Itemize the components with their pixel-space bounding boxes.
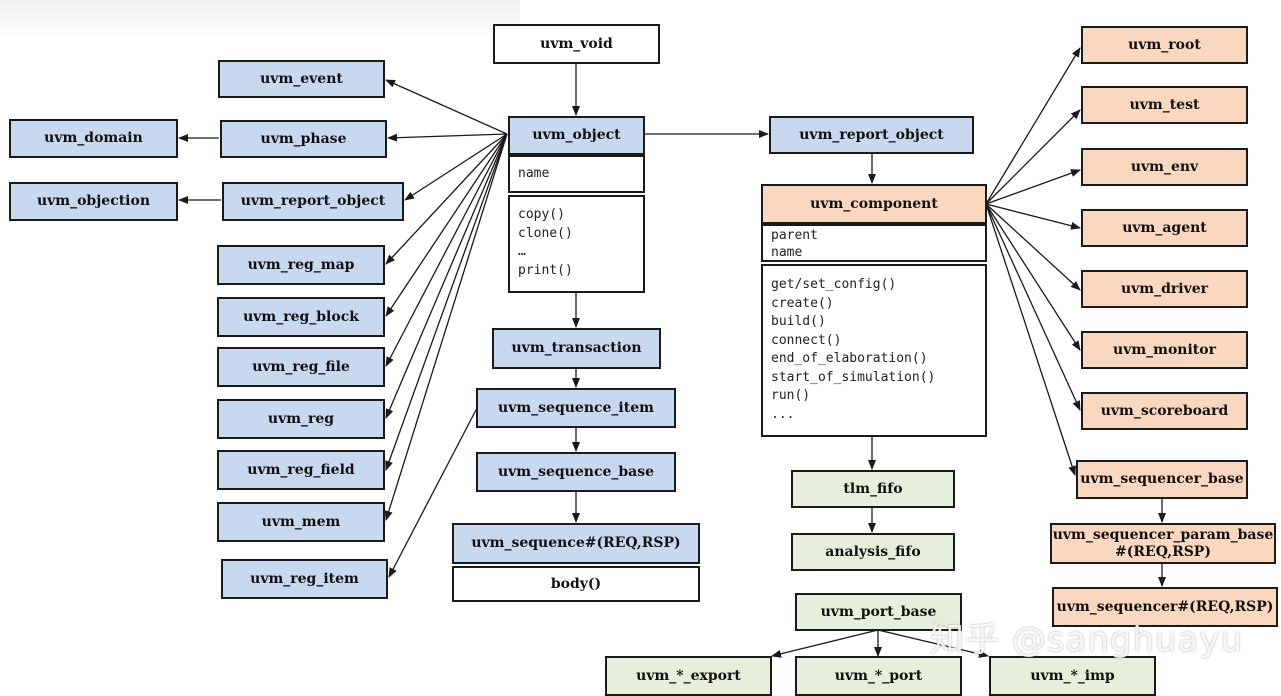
uvm-event-box[interactable]: uvm_event bbox=[218, 60, 385, 98]
edge-component-driver bbox=[985, 203, 1081, 291]
uvm-component-method-run: run() bbox=[771, 388, 811, 403]
edge-object-phase bbox=[387, 133, 508, 142]
edge-portbase-imp bbox=[877, 629, 989, 658]
uvm-reg-field-box[interactable]: uvm_reg_field bbox=[217, 450, 385, 490]
uvm-root-box[interactable]: uvm_root bbox=[1081, 26, 1248, 64]
uvm-component-methods: get/set_config() create() build() connec… bbox=[761, 264, 987, 437]
uvm-object-fields: name bbox=[508, 155, 645, 193]
uvm-component-field-name: name bbox=[771, 245, 803, 260]
uvm-reg-file-box[interactable]: uvm_reg_file bbox=[217, 347, 385, 387]
uvm-component-field-parent: parent bbox=[771, 228, 818, 243]
uvm-object-methods: copy() clone() … print() bbox=[508, 195, 645, 293]
edge-object-reportobj-left bbox=[404, 133, 508, 201]
uvm-driver-box[interactable]: uvm_driver bbox=[1081, 270, 1248, 308]
edge-object-event bbox=[385, 79, 508, 135]
uvm-scoreboard-box[interactable]: uvm_scoreboard bbox=[1081, 392, 1248, 430]
watermark: 知乎 @sanghuayu bbox=[930, 620, 1244, 660]
edge-component-sequencerbase bbox=[985, 203, 1076, 476]
uvm-sequencer-param-base-box[interactable]: uvm_sequencer_param_base #(REQ,RSP) bbox=[1050, 523, 1276, 564]
uvm-sequencer-param-base-line1: uvm_sequencer_param_base bbox=[1052, 526, 1274, 543]
uvm-component-method-sos: start_of_simulation() bbox=[771, 369, 936, 385]
uvm-component-method-ellipsis: ... bbox=[771, 406, 795, 422]
uvm-component-method-create: create() bbox=[771, 295, 834, 311]
edge-object-regfield bbox=[385, 133, 508, 471]
uvm-sequence-base-box[interactable]: uvm_sequence_base bbox=[476, 452, 676, 492]
uvm-sequence-method-box[interactable]: body() bbox=[452, 566, 700, 602]
tlm-fifo-box[interactable]: tlm_fifo bbox=[791, 470, 955, 508]
uvm-port-base-box[interactable]: uvm_port_base bbox=[795, 593, 962, 631]
uvm-sequencer-base-box[interactable]: uvm_sequencer_base bbox=[1076, 460, 1248, 499]
edge-object-regfile bbox=[385, 133, 508, 367]
top-shading bbox=[0, 0, 520, 40]
uvm-sequence-item-box[interactable]: uvm_sequence_item bbox=[476, 388, 676, 428]
uvm-component-box[interactable]: uvm_component bbox=[761, 184, 987, 224]
uvm-agent-box[interactable]: uvm_agent bbox=[1081, 209, 1248, 247]
uvm-object-method-copy: copy() bbox=[518, 207, 565, 222]
uvm-report-object-box[interactable]: uvm_report_object bbox=[769, 116, 974, 154]
uvm-monitor-box[interactable]: uvm_monitor bbox=[1081, 331, 1248, 369]
uvm-port-box[interactable]: uvm_*_port bbox=[795, 656, 962, 696]
uvm-sequence-box[interactable]: uvm_sequence#(REQ,RSP) bbox=[452, 523, 700, 564]
uvm-component-method-build: build() bbox=[771, 314, 826, 329]
uvm-reg-block-box[interactable]: uvm_reg_block bbox=[217, 297, 385, 337]
edge-component-monitor bbox=[985, 203, 1081, 351]
uvm-reg-box[interactable]: uvm_reg bbox=[217, 399, 385, 439]
edge-object-mem bbox=[384, 133, 508, 521]
uvm-reg-map-box[interactable]: uvm_reg_map bbox=[217, 245, 385, 285]
edge-object-regblock bbox=[385, 133, 508, 317]
uvm-object-box[interactable]: uvm_object bbox=[508, 116, 645, 155]
uvm-component-fields: parent name bbox=[761, 224, 987, 262]
uvm-void-box[interactable]: uvm_void bbox=[493, 24, 660, 64]
uvm-phase-box[interactable]: uvm_phase bbox=[220, 120, 387, 158]
uvm-component-method-eoe: end_of_elaboration() bbox=[771, 351, 928, 366]
edge-component-scoreboard bbox=[985, 203, 1081, 411]
uvm-component-method-config: get/set_config() bbox=[771, 277, 897, 292]
edge-component-test bbox=[985, 109, 1081, 205]
edge-seqitem-regitem bbox=[388, 407, 478, 578]
edge-component-root bbox=[985, 47, 1081, 205]
edge-component-agent bbox=[985, 203, 1081, 230]
analysis-fifo-box[interactable]: analysis_fifo bbox=[791, 533, 955, 571]
uvm-object-method-print: print() bbox=[518, 262, 573, 278]
uvm-reg-item-box[interactable]: uvm_reg_item bbox=[221, 559, 388, 599]
uvm-env-box[interactable]: uvm_env bbox=[1081, 148, 1248, 186]
uvm-test-box[interactable]: uvm_test bbox=[1081, 86, 1248, 124]
uvm-sequencer-box[interactable]: uvm_sequencer#(REQ,RSP) bbox=[1052, 587, 1278, 627]
uvm-component-method-connect: connect() bbox=[771, 332, 842, 348]
uvm-object-method-clone: clone() bbox=[518, 225, 573, 241]
uvm-export-box[interactable]: uvm_*_export bbox=[605, 656, 772, 696]
uvm-imp-box[interactable]: uvm_*_imp bbox=[989, 656, 1156, 696]
edge-component-env bbox=[985, 169, 1081, 205]
uvm-domain-box[interactable]: uvm_domain bbox=[9, 119, 178, 158]
uvm-transaction-box[interactable]: uvm_transaction bbox=[492, 328, 661, 369]
uvm-object-method-ellipsis: … bbox=[518, 244, 526, 259]
uvm-objection-box[interactable]: uvm_objection bbox=[9, 182, 178, 221]
uvm-object-field-name: name bbox=[518, 166, 550, 181]
uvm-sequencer-param-base-line2: #(REQ,RSP) bbox=[1115, 543, 1211, 560]
uvm-report-object-left-box[interactable]: uvm_report_object bbox=[222, 182, 404, 221]
uvm-mem-box[interactable]: uvm_mem bbox=[217, 502, 385, 542]
edge-portbase-export bbox=[771, 629, 879, 658]
edge-object-regmap bbox=[385, 133, 508, 265]
edge-object-reg bbox=[385, 133, 508, 419]
